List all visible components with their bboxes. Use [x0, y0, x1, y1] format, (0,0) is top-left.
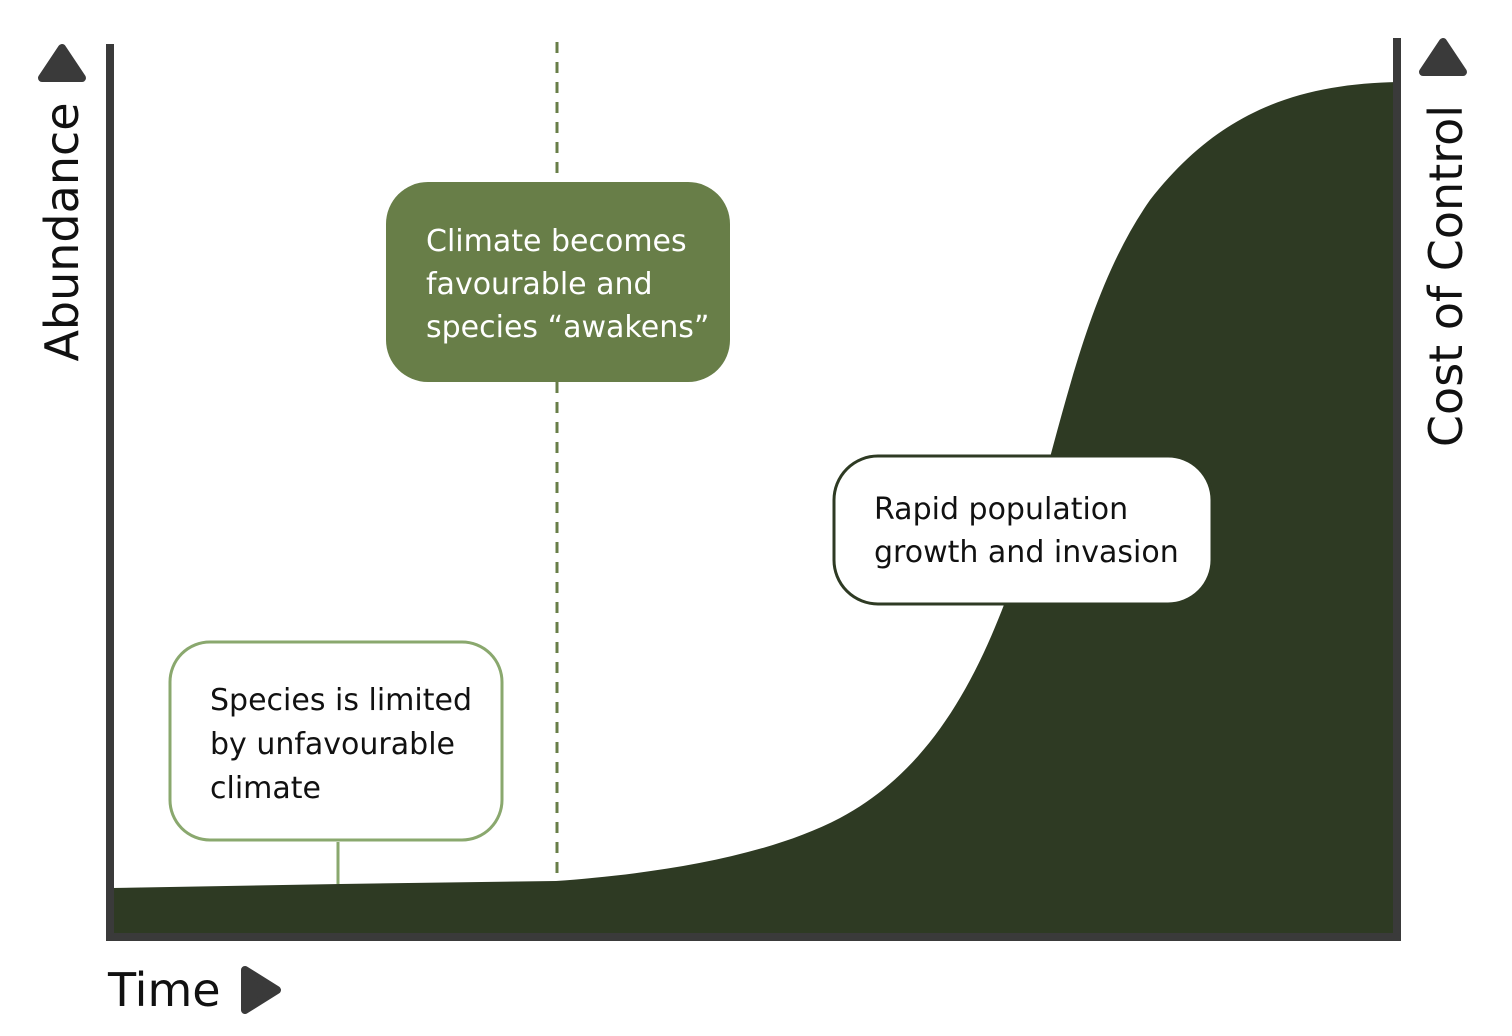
callout-rapid-growth-line: Rapid population — [874, 492, 1128, 527]
callout-awakens-line: species “awakens” — [426, 310, 709, 345]
callout-awakens: Climate becomes favourable and species “… — [386, 182, 730, 382]
callout-limited-line: Species is limited — [210, 683, 472, 718]
callout-awakens-box — [386, 182, 730, 382]
callout-limited: Species is limited by unfavourable clima… — [168, 640, 504, 842]
cost-arrow-icon — [1419, 38, 1467, 76]
callout-limited-box — [168, 640, 504, 842]
x-axis-label: Time — [107, 963, 221, 1017]
time-arrow-icon — [241, 966, 281, 1014]
callout-rapid-growth-line: growth and invasion — [874, 535, 1179, 570]
y-right-axis-label: Cost of Control — [1419, 105, 1473, 447]
callout-limited-line: by unfavourable — [210, 727, 455, 762]
callout-limited-line: climate — [210, 771, 321, 806]
abundance-arrow-icon — [38, 44, 86, 82]
callout-rapid-growth: Rapid population growth and invasion — [832, 454, 1214, 606]
y-left-axis-label: Abundance — [35, 102, 89, 361]
callout-awakens-line: favourable and — [426, 267, 653, 302]
callout-awakens-line: Climate becomes — [426, 224, 687, 259]
callout-rapid-growth-box — [832, 454, 1214, 606]
abundance-area — [112, 82, 1398, 938]
